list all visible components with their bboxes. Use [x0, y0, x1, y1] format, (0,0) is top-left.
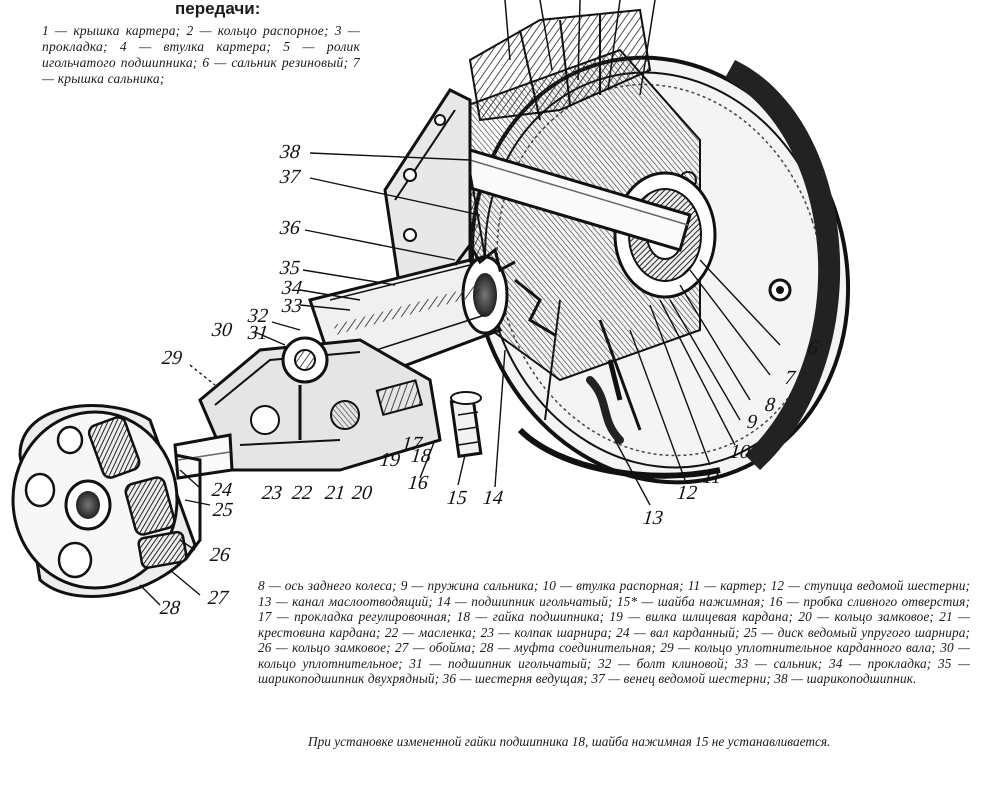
coupling-disk: [11, 404, 202, 598]
callout-31: 31: [246, 322, 270, 344]
parts-legend: 8 — ось заднего колеса; 9 — пружина саль…: [258, 578, 970, 686]
callout-30: 30: [210, 319, 234, 341]
page-title: передачи:: [175, 0, 261, 18]
callout-7: 7: [783, 367, 797, 389]
callout-37: 37: [278, 166, 302, 188]
callout-26: 26: [208, 544, 232, 566]
drain-plug: [449, 391, 483, 458]
callout-22: 22: [290, 482, 314, 504]
final-drive-drawing: [11, 0, 851, 606]
callout-28: 28: [158, 597, 182, 619]
callout-25: 25: [211, 499, 235, 521]
callout-6: 6: [806, 337, 820, 359]
callout-29: 29: [160, 347, 184, 369]
callout-23: 23: [260, 482, 284, 504]
callout-35: 35: [278, 257, 302, 279]
callout-15: 15: [445, 487, 469, 509]
caption-top: 1 — крышка картера; 2 — кольцо распорное…: [42, 23, 360, 86]
callout-24: 24: [210, 479, 234, 501]
callout-19: 19: [378, 449, 402, 471]
drawing-svg: [11, 0, 851, 606]
callout-33: 33: [280, 295, 304, 317]
callout-14: 14: [481, 487, 505, 509]
leader-lines: [139, 152, 781, 606]
callout-20: 20: [350, 482, 374, 504]
callout-9: 9: [745, 411, 759, 433]
callout-38: 38: [278, 141, 302, 163]
callout-17: 17: [400, 433, 424, 455]
callout-13: 13: [641, 507, 665, 529]
callout-21: 21: [323, 482, 347, 504]
callout-36: 36: [278, 217, 302, 239]
callout-8: 8: [763, 394, 777, 416]
callout-16: 16: [406, 472, 430, 494]
callout-27: 27: [206, 587, 230, 609]
footnote: При установке измененной гайки подшипник…: [308, 734, 831, 749]
callout-10: 10: [728, 441, 752, 463]
callout-11: 11: [701, 466, 723, 488]
callout-12: 12: [675, 482, 699, 504]
universal-joint: [198, 336, 442, 472]
